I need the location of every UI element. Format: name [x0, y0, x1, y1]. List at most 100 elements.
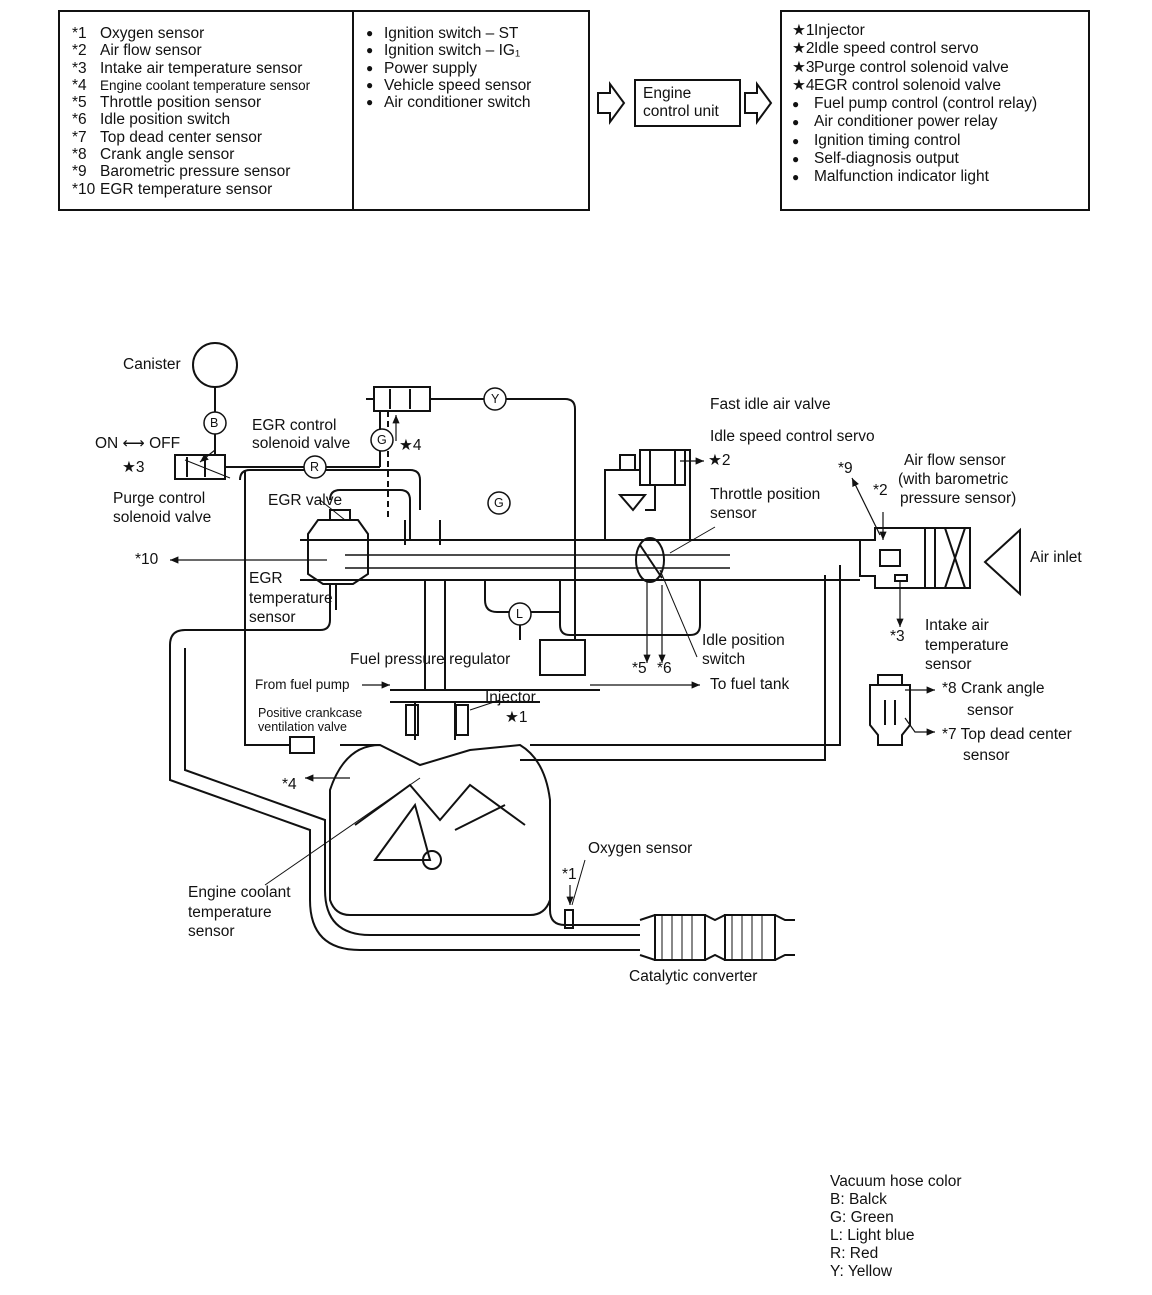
legend-item: G: Green [830, 1209, 894, 1226]
engine-block [329, 743, 551, 916]
ips-label-2: switch [702, 651, 746, 668]
catalytic-converter-1 [654, 914, 706, 961]
canister-label: Canister [123, 356, 181, 373]
output-item: ★1Injector [792, 22, 865, 39]
switch-item: Power supply [366, 60, 531, 77]
pcv-label-2: ventilation valve [258, 720, 347, 734]
output-item: ●Fuel pump control (control relay) [792, 95, 1038, 113]
star2-label: ★2 [708, 452, 731, 469]
iat-label-1: Intake air [925, 617, 989, 634]
mark10-label: *10 [135, 551, 159, 568]
iat-label-3: sensor [925, 656, 972, 673]
purge-control-solenoid-valve [174, 454, 226, 480]
egr-temp-label-1: EGR [249, 570, 283, 587]
crank-label-1: *8 Crank angle [942, 680, 1045, 697]
egr-ctrl-label-2: solenoid valve [252, 435, 351, 452]
output-item: ●Ignition timing control [792, 131, 961, 149]
egr-temp-label-3: sensor [249, 609, 296, 626]
hose-marker-b [203, 411, 227, 435]
egr-valve [307, 519, 369, 585]
ect-label-3: sensor [188, 923, 235, 940]
mark2-label: *2 [873, 482, 888, 499]
switch-item: Air conditioner switch [366, 94, 531, 111]
tps-label-1: Throttle position [710, 486, 821, 503]
ecu-label-line2: control unit [643, 103, 719, 120]
oxygen-sensor [564, 909, 574, 929]
hose-marker-y [483, 387, 507, 411]
ips-label-1: Idle position [702, 632, 785, 649]
input-arrow [597, 80, 626, 126]
star4-label: ★4 [399, 437, 422, 454]
egr-temp-label-2: temperature [249, 590, 333, 607]
cat-label: Catalytic converter [629, 968, 758, 985]
legend-item: R: Red [830, 1245, 879, 1262]
output-arrow [744, 80, 773, 126]
legend-item: L: Light blue [830, 1227, 915, 1244]
afs-label-3: pressure sensor) [900, 490, 1017, 507]
ecu-label-line1: Engine [643, 85, 692, 102]
mark1-label: *1 [562, 866, 577, 883]
legend-title: Vacuum hose color [830, 1173, 962, 1190]
switch-item: Vehicle speed sensor [366, 77, 531, 94]
iat-label-2: temperature [925, 637, 1009, 654]
switch-item: Ignition switch – ST [366, 25, 531, 42]
mark5-label: *5 [632, 660, 647, 677]
mark4-label: *4 [282, 776, 297, 793]
mark9-label: *9 [838, 460, 853, 477]
egr-valve-label: EGR valve [268, 492, 343, 509]
o2-label: Oxygen sensor [588, 840, 693, 857]
injector-left [405, 704, 419, 736]
catalytic-converter-2 [724, 914, 776, 961]
air-inlet-arrow [983, 527, 1021, 597]
egr-ctrl-label-1: EGR control [252, 417, 337, 434]
hose-marker-r [303, 455, 327, 479]
pcv-valve [289, 736, 315, 754]
purge-label-2: solenoid valve [113, 509, 212, 526]
to-tank-label: To fuel tank [710, 676, 790, 693]
on-off-label: ON ⟷ OFF [95, 435, 181, 452]
star1-label: ★1 [505, 709, 528, 726]
tdc-label-1: *7 Top dead center [942, 726, 1072, 743]
output-item: ★2Idle speed control servo [792, 40, 979, 58]
legend-item: B: Balck [830, 1191, 887, 1208]
air-flow-sensor [859, 527, 971, 589]
hose-marker-g1 [370, 428, 394, 452]
crank-label-2: sensor [967, 702, 1014, 719]
ect-label-1: Engine coolant [188, 884, 291, 901]
crank-angle-sensor [869, 684, 911, 746]
injector-right [455, 704, 469, 736]
tdc-label-2: sensor [963, 747, 1010, 764]
output-item: ●Air conditioner power relay [792, 113, 998, 131]
hose-letter-g2: G [494, 496, 504, 510]
mark3-label: *3 [890, 628, 905, 645]
canister [192, 342, 238, 388]
afs-label-1: Air flow sensor [904, 452, 1006, 469]
star3-label: ★3 [122, 459, 145, 476]
hose-color-legend: Vacuum hose color B: Balck G: Green L: L… [830, 1173, 962, 1281]
hose-letter-g1: G [377, 433, 387, 447]
inputs-divider [352, 12, 354, 209]
output-item: ●Malfunction indicator light [792, 168, 989, 186]
hose-letter-y: Y [491, 392, 500, 406]
isc-servo [639, 449, 686, 486]
injector-label: Injector [485, 689, 536, 706]
hose-letter-b: B [210, 416, 219, 430]
ect-label-2: temperature [188, 904, 272, 921]
ecu-box [634, 79, 741, 127]
tps-label-2: sensor [710, 505, 757, 522]
legend-item: Y: Yellow [830, 1263, 893, 1280]
mark6-label: *6 [657, 660, 672, 677]
purge-label-1: Purge control [113, 490, 206, 507]
fuel-pressure-regulator [539, 639, 586, 676]
output-item: ●Self-diagnosis output [792, 150, 959, 168]
output-list: ★1Injector ★2Idle speed control servo ★3… [792, 22, 1037, 187]
